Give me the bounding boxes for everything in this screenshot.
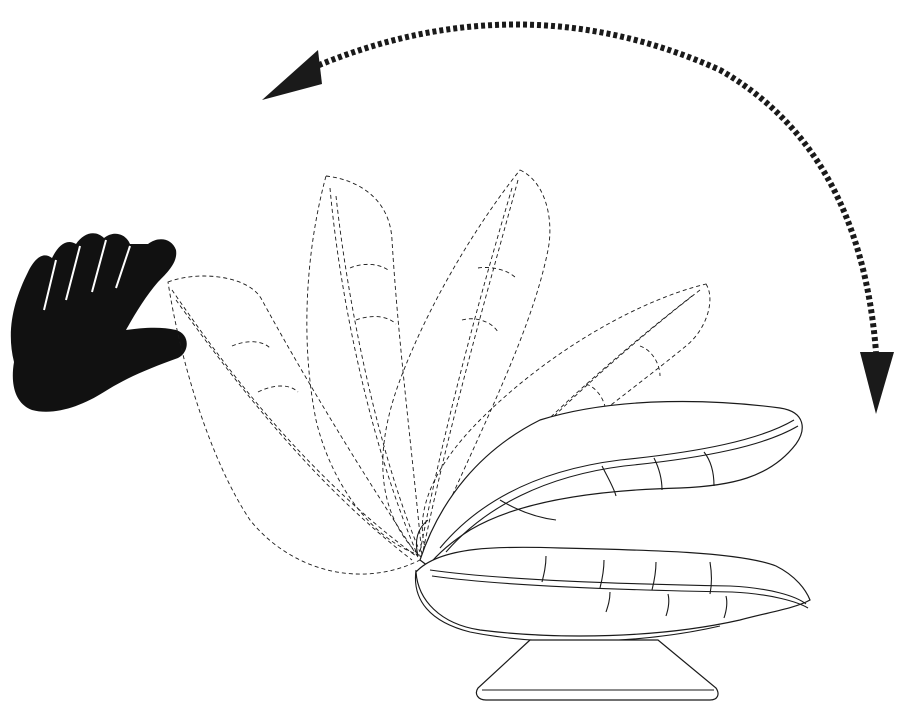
rotate-arrow-icon xyxy=(262,24,894,414)
ghost-positions xyxy=(168,170,710,574)
backrest-cushion xyxy=(420,401,802,566)
hand-icon xyxy=(11,233,187,412)
seat-cushion xyxy=(416,547,810,636)
chair-base xyxy=(476,640,718,700)
